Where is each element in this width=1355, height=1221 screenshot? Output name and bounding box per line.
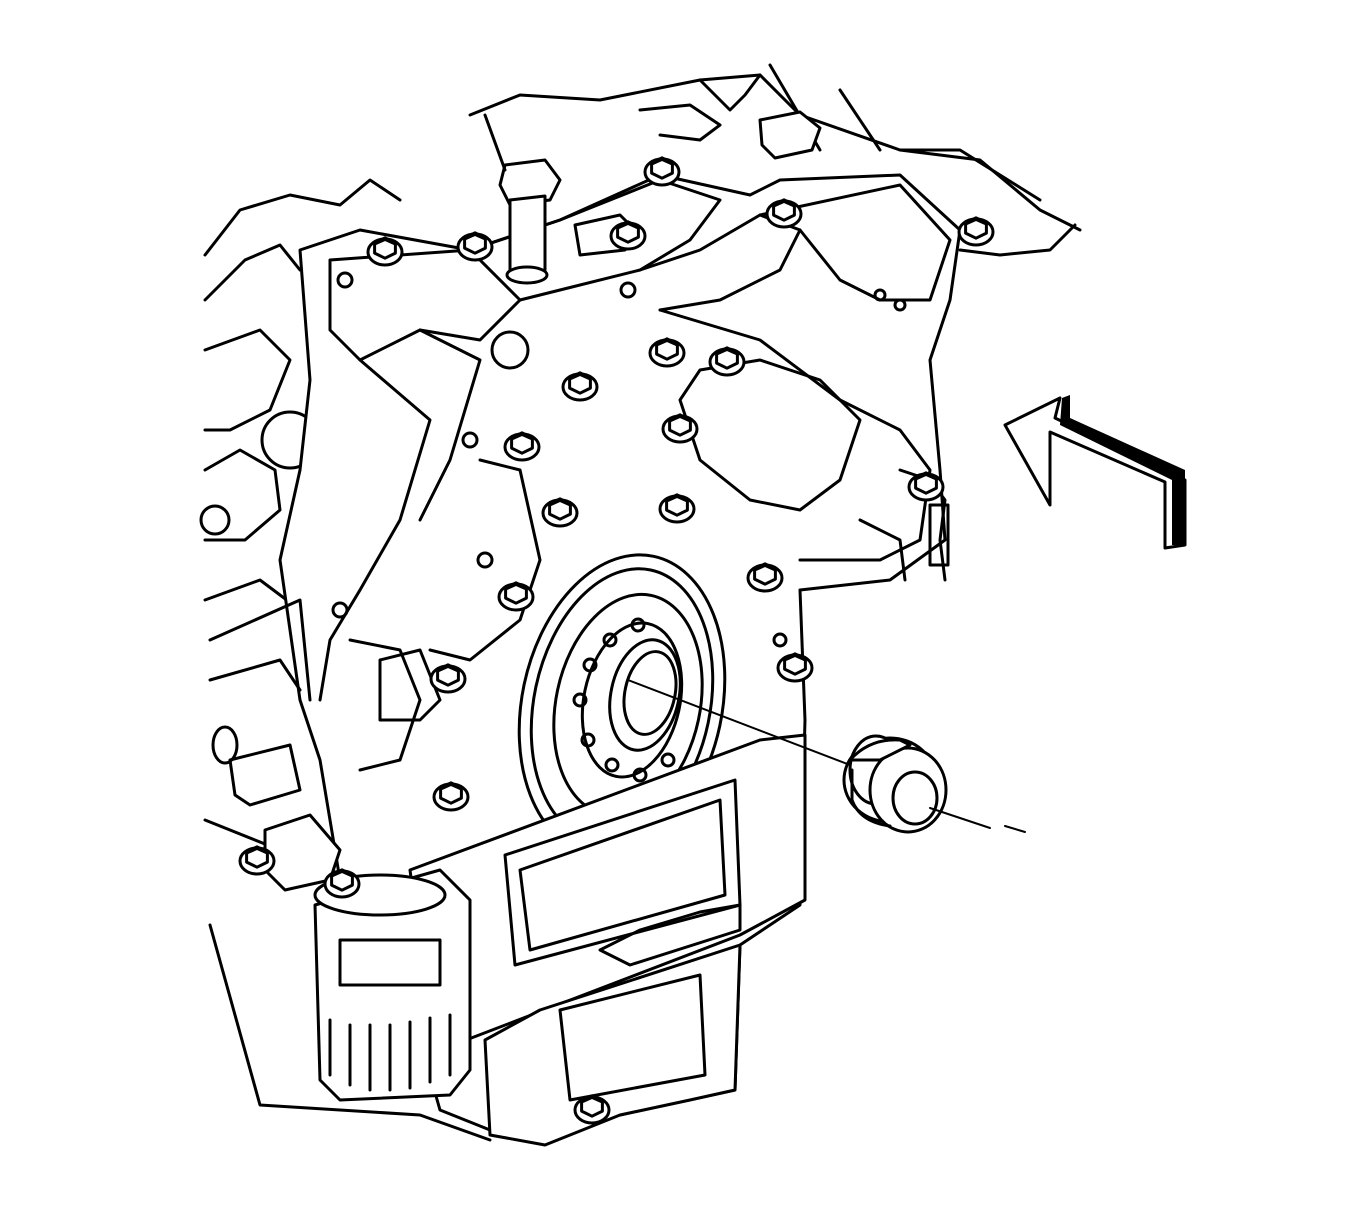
bolt-icon	[708, 346, 746, 377]
bolt-icon	[573, 1094, 611, 1125]
installation-centerline	[627, 679, 1026, 833]
bolt-icon	[661, 413, 699, 444]
bolt-icon	[429, 663, 467, 694]
bolt-icon	[541, 497, 579, 528]
bolt-icon	[776, 652, 814, 683]
bolt-icon	[643, 156, 681, 187]
direction-arrow-icon	[1003, 395, 1187, 550]
bolt-icon	[503, 431, 541, 462]
bolt-icon	[323, 868, 361, 899]
bolt-icon	[561, 371, 599, 402]
bolt-icon	[957, 216, 995, 247]
bolt-icon	[746, 562, 784, 593]
engine-block-upper	[199, 63, 1082, 642]
bolt-icon	[497, 581, 535, 612]
left-brackets	[208, 598, 442, 892]
bolt-icon	[238, 845, 276, 876]
bolt-icon	[648, 337, 686, 368]
bolt-icon	[432, 781, 470, 812]
bolt-icon	[907, 471, 945, 502]
oil-seal	[842, 734, 948, 834]
bolt-group	[238, 156, 995, 1125]
oil-pan	[203, 733, 807, 1147]
bolt-icon	[765, 198, 803, 229]
bolt-icon	[658, 493, 696, 524]
bolt-icon	[366, 236, 404, 267]
bolt-icon	[456, 231, 494, 262]
bolt-icon	[609, 220, 647, 251]
oil-filter	[313, 868, 472, 1102]
